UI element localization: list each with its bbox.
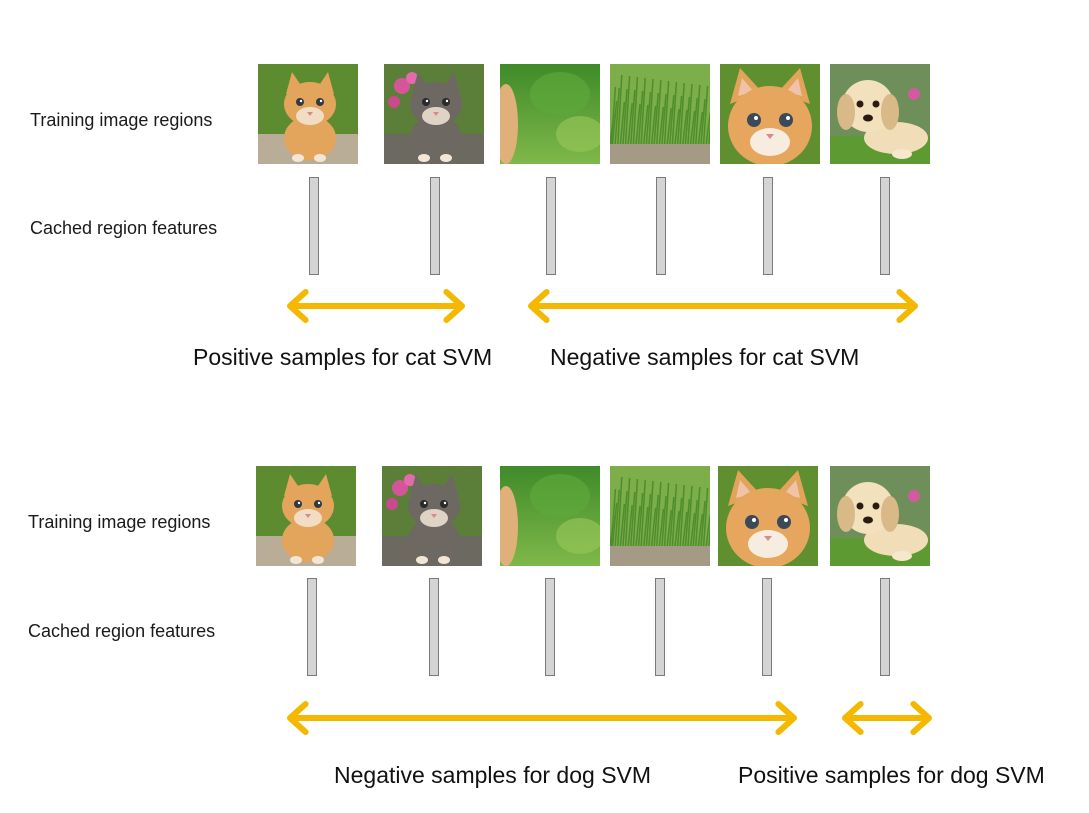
feature-bar	[309, 177, 319, 275]
feature-bar	[655, 578, 665, 676]
feature-bar	[430, 177, 440, 275]
feature-bar	[763, 177, 773, 275]
positive-range-arrow	[287, 286, 465, 326]
kitten-orange-image	[258, 64, 358, 164]
positive-samples-cat-caption: Positive samples for cat SVM	[193, 344, 493, 370]
training-image-regions-label: Training image regions	[28, 512, 211, 532]
feature-bar	[546, 177, 556, 275]
grass-ground-image	[610, 64, 710, 164]
positive-range-arrow	[842, 698, 932, 738]
negative-range-arrow	[287, 698, 797, 738]
grass-ground-image	[610, 466, 710, 566]
kitten-face-image	[720, 64, 820, 164]
training-image-regions-label: Training image regions	[30, 110, 213, 130]
cached-region-features-label: Cached region features	[30, 218, 218, 238]
kitten-gray-flowers-image	[384, 64, 484, 164]
cached-region-features-label: Cached region features	[28, 621, 216, 641]
puppy-image	[830, 466, 930, 566]
puppy-image	[830, 64, 930, 164]
grass-blurred-image	[500, 466, 600, 566]
negative-samples-cat-caption: Negative samples for cat SVM	[550, 344, 860, 370]
kitten-face-image	[718, 466, 818, 566]
feature-bar	[880, 578, 890, 676]
kitten-orange-image	[256, 466, 356, 566]
grass-blurred-image	[500, 64, 600, 164]
cat-svm-panel: Training image regions Cached region fea…	[0, 0, 1089, 370]
dog-svm-panel: Training image regions Cached region fea…	[0, 400, 1089, 788]
negative-range-arrow	[528, 286, 918, 326]
feature-bar	[880, 177, 890, 275]
negative-samples-dog-caption: Negative samples for dog SVM	[334, 762, 652, 788]
kitten-gray-flowers-image	[382, 466, 482, 566]
positive-samples-dog-caption: Positive samples for dog SVM	[738, 762, 1045, 788]
feature-bar	[656, 177, 666, 275]
feature-bar	[545, 578, 555, 676]
feature-bar	[307, 578, 317, 676]
feature-bar	[762, 578, 772, 676]
feature-bar	[429, 578, 439, 676]
